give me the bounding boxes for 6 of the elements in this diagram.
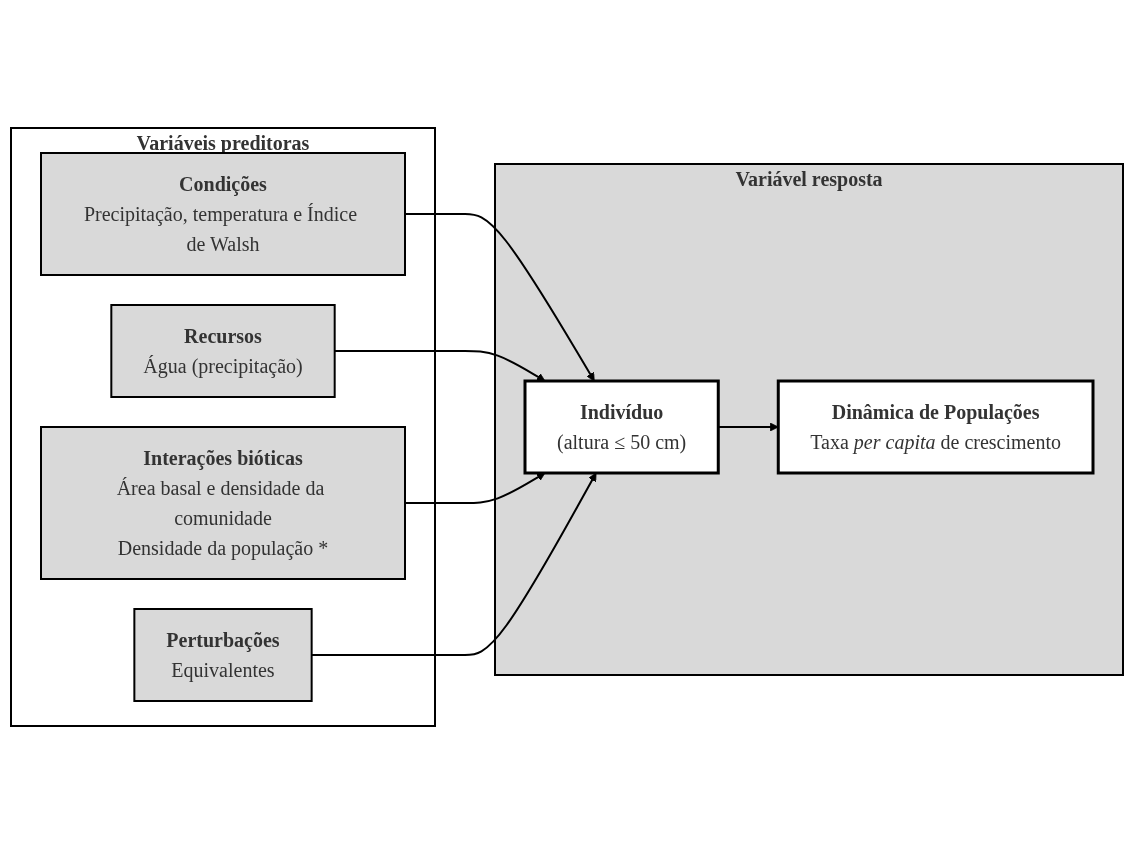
node-box: Recursos Água (precipitação)	[109, 304, 336, 398]
node-box: Indivíduo (altura ≤ 50 cm)	[523, 379, 720, 475]
node-box: Dinâmica de Populações Taxa per capita de crescimento	[776, 379, 1094, 475]
node-box: Interações bióticas Área basal e densidade da comunidade Densidade da população *	[39, 426, 406, 580]
node-box: Condições Precipitação, temperatura e Índice de Walsh	[39, 152, 406, 276]
node-box: Perturbações Equivalentes	[132, 608, 313, 702]
